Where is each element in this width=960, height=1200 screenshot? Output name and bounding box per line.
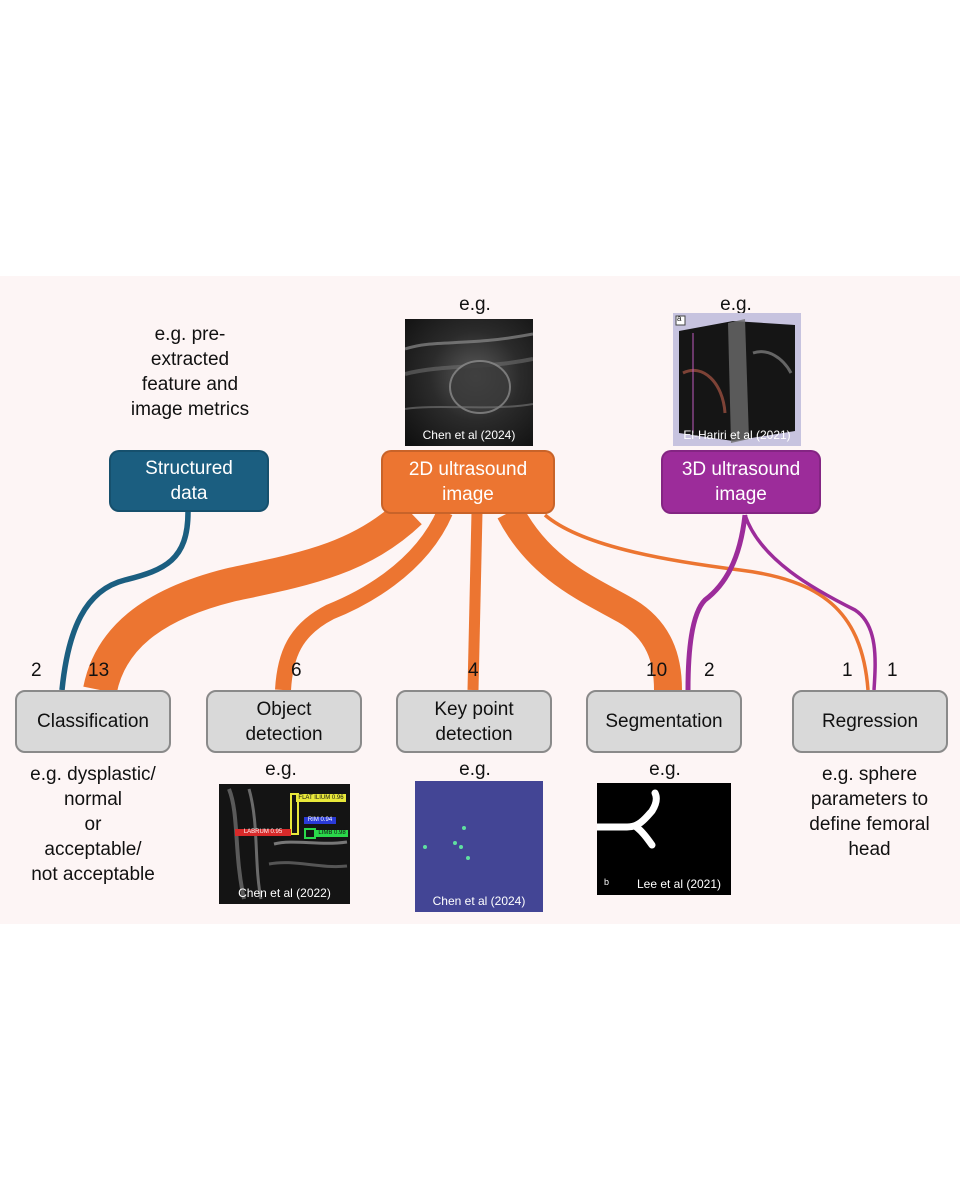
segmentation-panel-letter: b (604, 877, 610, 887)
count-keypoint-2d: 4 (468, 660, 479, 681)
keypoint-detection-box: Key point detection (396, 690, 552, 753)
count-regression-3d: 1 (887, 660, 898, 681)
flow-2d-to-object-detection (275, 508, 453, 691)
3d-ultrasound-thumbnail: a El-Hariri et al (2021) (673, 313, 801, 446)
rim-label: RIM 0.94 (307, 817, 333, 823)
2d-ultrasound-box: 2D ultrasound image (381, 450, 555, 514)
segmentation-thumbnail: b Lee et al (2021) (597, 783, 731, 895)
flow-2d-to-segmentation (497, 505, 682, 691)
keypoint-example-label: e.g. (459, 759, 491, 780)
object-detection-example-label: e.g. (265, 759, 297, 780)
3d-ultrasound-example-label: e.g. (720, 294, 752, 315)
flow-3d-to-segmentation (685, 514, 748, 691)
flow-3d-to-regression (743, 514, 877, 691)
2d-ultrasound-example-label: e.g. (459, 294, 491, 315)
3d-ultrasound-box: 3D ultrasound image (661, 450, 821, 514)
object-detection-caption: Chen et al (2022) (238, 886, 331, 900)
flow-2d-to-classification (83, 499, 422, 694)
flow-structured-to-classification (59, 511, 191, 691)
count-segmentation-3d: 2 (704, 660, 715, 681)
count-segmentation-2d: 10 (646, 660, 668, 681)
structured-data-box: Structured data (109, 450, 269, 512)
limb-label: LIMB 0.98 (318, 830, 346, 836)
keypoint-thumbnail: Chen et al (2024) (415, 781, 543, 912)
count-classification-2d: 13 (88, 660, 110, 681)
structured-data-example: e.g. pre- extracted feature and image me… (130, 324, 250, 420)
object-detection-box: Object detection (206, 690, 362, 753)
3d-ultrasound-caption: El-Hariri et al (2021) (683, 428, 791, 442)
3d-panel-letter: a (677, 314, 682, 323)
classification-example: e.g. dysplastic/ normal or acceptable/ n… (30, 764, 156, 885)
classification-box: Classification (15, 690, 171, 753)
count-object-detection-2d: 6 (291, 660, 302, 681)
flow-2d-to-regression (543, 513, 870, 691)
segmentation-box: Segmentation (586, 690, 742, 753)
regression-example: e.g. sphere parameters to define femoral… (809, 764, 930, 860)
flat-ilium-label: FLAT ILIUM 0.96 (298, 795, 344, 801)
regression-box: Regression (792, 690, 948, 753)
object-detection-thumbnail: FLAT ILIUM 0.96 RIM 0.94 LABRUM 0.95 LIM… (219, 784, 350, 904)
segmentation-caption: Lee et al (2021) (636, 877, 722, 891)
2d-ultrasound-thumbnail: Chen et al (2024) (405, 319, 533, 446)
2d-ultrasound-caption: Chen et al (2024) (422, 428, 516, 442)
count-classification-structured: 2 (31, 660, 42, 681)
keypoint-caption: Chen et al (2024) (432, 894, 526, 908)
segmentation-example-label: e.g. (649, 759, 681, 780)
flow-2d-to-keypoint (467, 511, 483, 691)
count-regression-2d: 1 (842, 660, 853, 681)
labrum-label: LABRUM 0.95 (243, 829, 283, 835)
